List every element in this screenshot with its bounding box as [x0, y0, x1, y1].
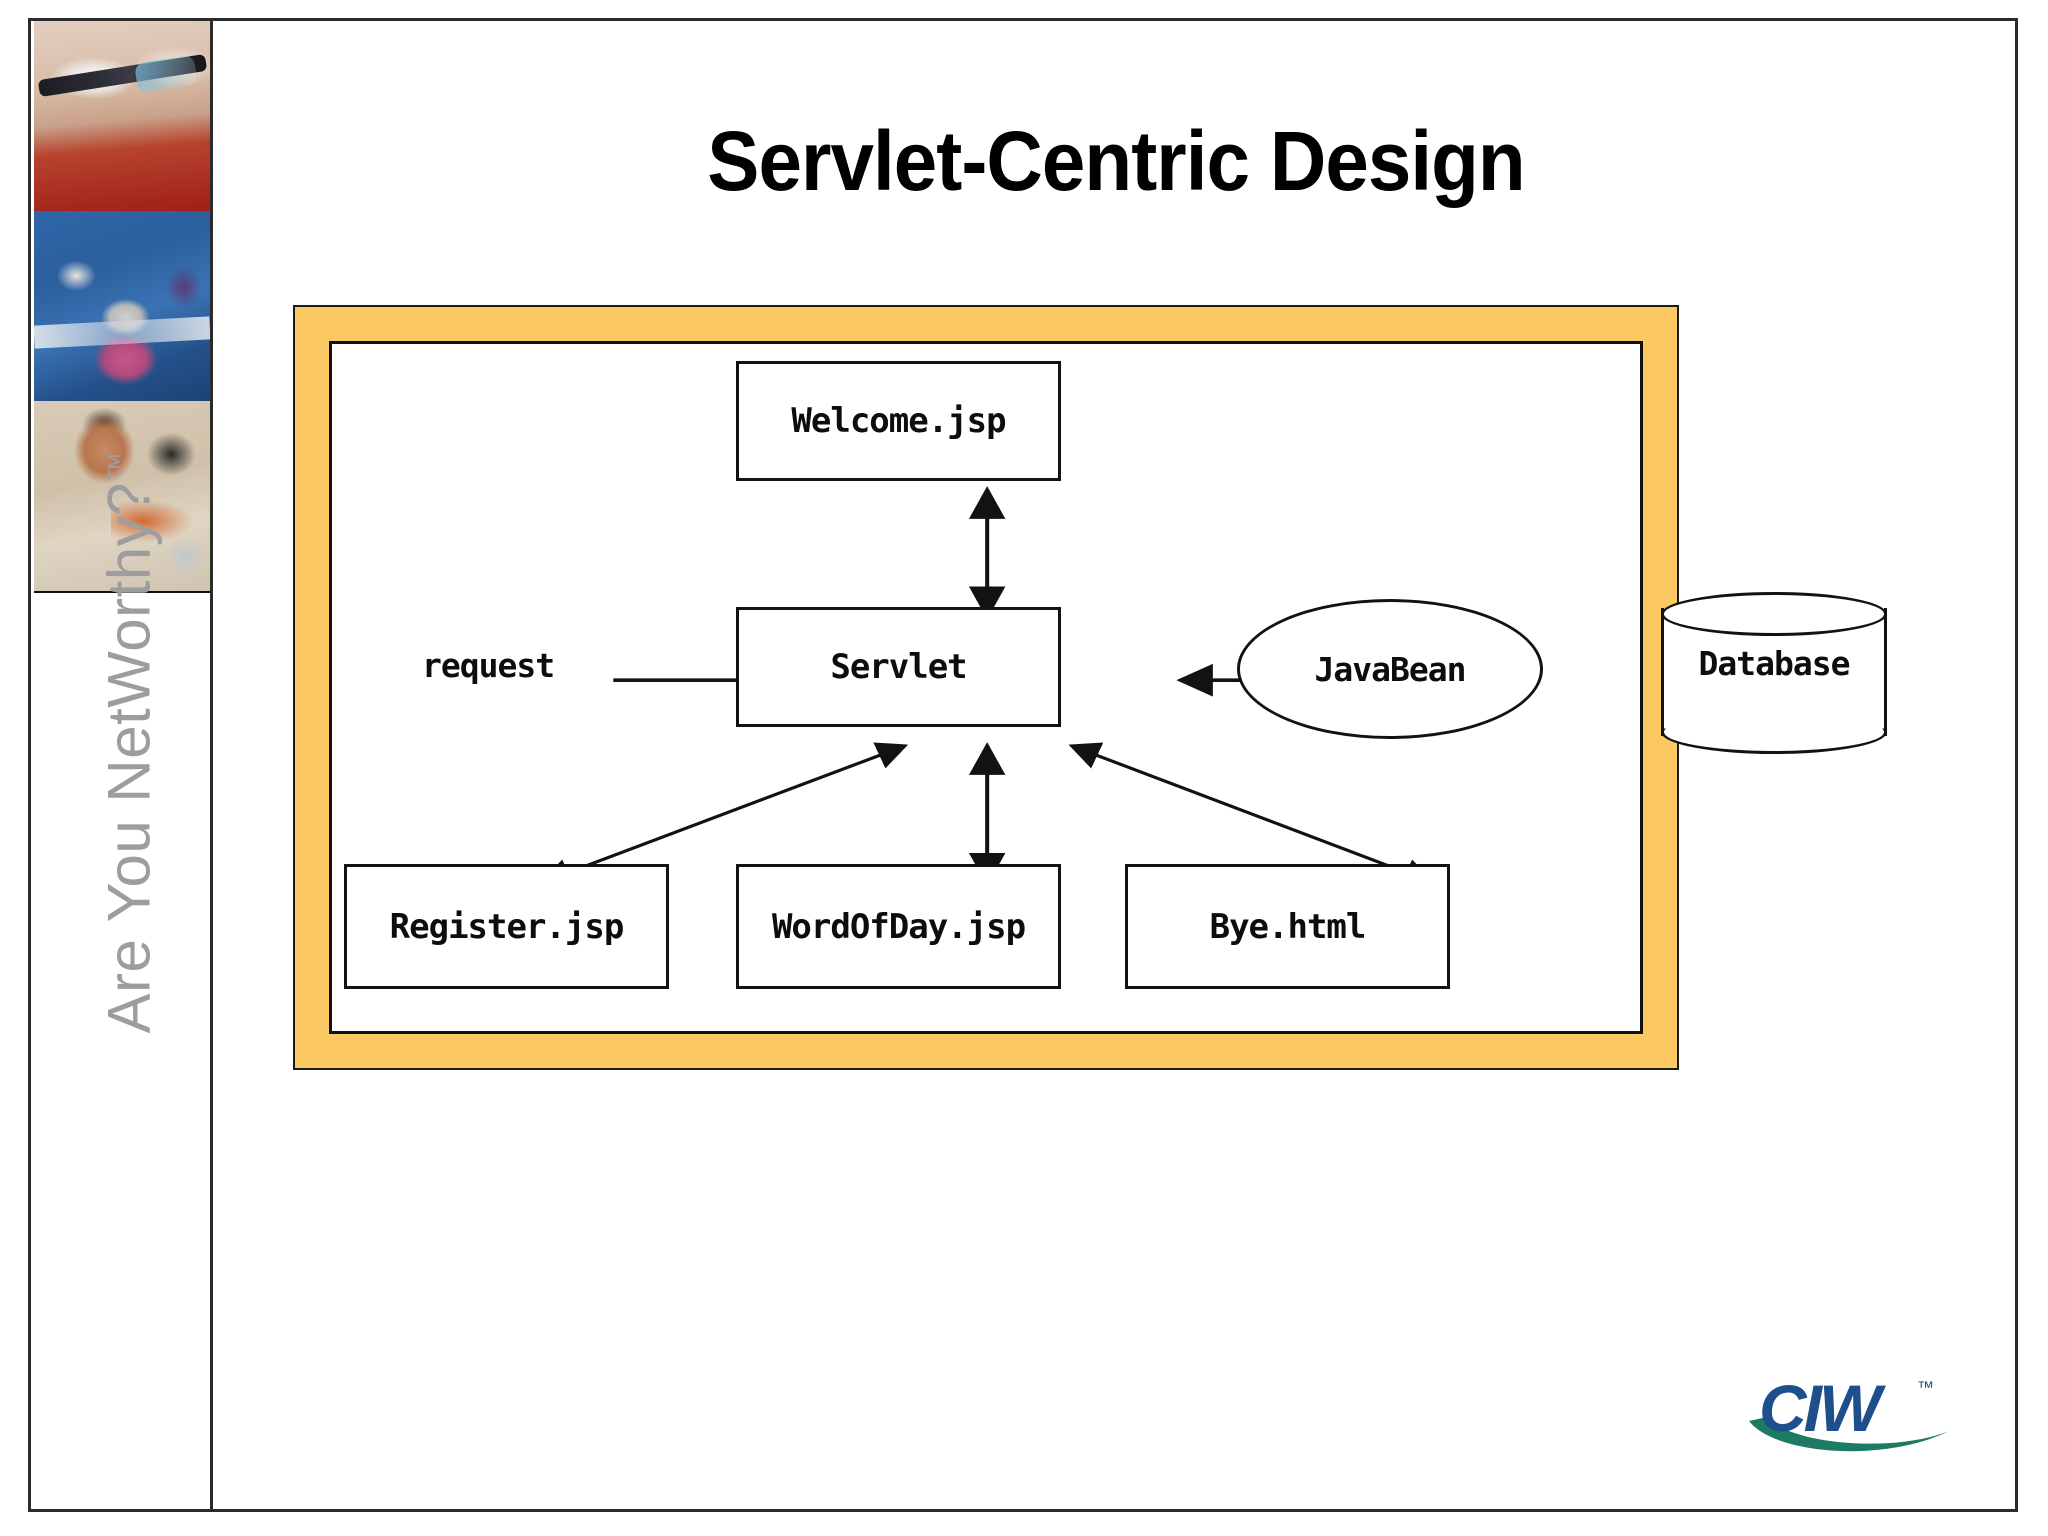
- tagline-text: Are You NetWorthy?: [95, 481, 163, 1034]
- student-in-class-photo: [34, 401, 210, 591]
- diagram-canvas: request Welcome.jsp Servlet JavaBean Dat…: [329, 341, 1887, 1034]
- node-register-jsp[interactable]: Register.jsp: [344, 864, 669, 989]
- logo-text: CIW: [1759, 1371, 1886, 1445]
- node-wordofday-jsp[interactable]: WordOfDay.jsp: [736, 864, 1061, 989]
- sidebar-tagline: Are You NetWorthy?™: [95, 134, 164, 1034]
- node-servlet[interactable]: Servlet: [736, 607, 1061, 727]
- node-database[interactable]: Database: [1661, 592, 1887, 754]
- sidebar: Are You NetWorthy?™: [31, 21, 213, 1509]
- classroom-lab-photo: [34, 211, 210, 401]
- edge-servlet-bye: [1068, 742, 1435, 886]
- student-with-glasses-photo: [34, 21, 210, 211]
- logo-trademark-icon: ™: [1917, 1378, 1934, 1397]
- request-label: request: [422, 646, 555, 685]
- node-javabean[interactable]: JavaBean: [1237, 599, 1543, 739]
- sidebar-photo-3: [34, 401, 210, 593]
- logo-swoosh-icon: [1749, 1417, 1949, 1452]
- node-welcome-jsp[interactable]: Welcome.jsp: [736, 361, 1061, 481]
- database-label: Database: [1698, 644, 1851, 683]
- sidebar-photo-1: [34, 21, 210, 213]
- node-bye-html[interactable]: Bye.html: [1125, 864, 1450, 989]
- page-title: Servlet-Centric Design: [707, 114, 1525, 208]
- slide-canvas: Are You NetWorthy?™ Servlet-Centric Desi…: [28, 18, 2018, 1512]
- ciw-logo: CIW ™: [1749, 1371, 1949, 1452]
- database-cylinder-top: [1661, 592, 1887, 636]
- diagram-orange-frame: request Welcome.jsp Servlet JavaBean Dat…: [293, 305, 1887, 1070]
- edge-servlet-register: [539, 742, 909, 886]
- sidebar-photo-2: [34, 211, 210, 403]
- trademark-icon: ™: [102, 451, 136, 482]
